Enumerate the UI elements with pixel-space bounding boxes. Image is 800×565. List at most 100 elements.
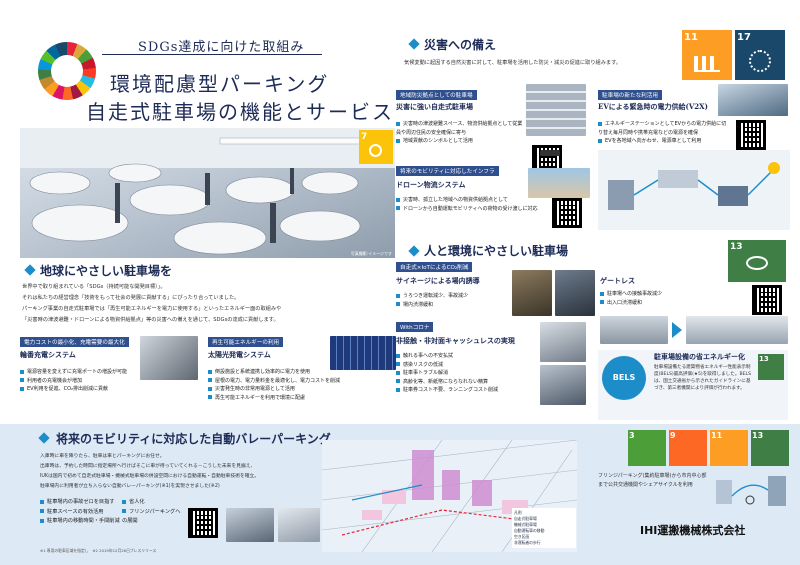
drone-title: ドローン物流システム: [396, 180, 466, 189]
charging-port-photo: [140, 336, 198, 380]
legend-item: 機械式駐車場: [514, 522, 537, 527]
sdg-13-badge: 13: [751, 430, 789, 466]
ev-car-photo: [718, 84, 788, 116]
valet-body-line: 出庫時は、予約した時間に指定場所へ行けばそこに車が待っていてくれる－こうした未来…: [40, 464, 256, 469]
resistant-chip: 地域防災拠点としての駐車場: [396, 90, 477, 100]
bullet: 利用者の充電機会が増加: [20, 377, 140, 386]
people-chip: 自走式×IoTによるCO₂削減: [396, 262, 473, 272]
arrow-right-icon: [672, 322, 682, 338]
earth-body-line: パーキング事業の自走式駐車場では「再生可能エネルギーを電力に使用する」といったエ…: [22, 306, 282, 312]
partnership-icon: [749, 50, 771, 72]
sdg-7-badge: 7: [359, 130, 393, 164]
bullet: 災害発生時の非常用電源として活用: [208, 385, 398, 394]
solar-bullets: 倒設施設と系統連携し効率的に電力を使用 屋根の電力、電力量料金を最適化し、電力コ…: [208, 368, 398, 402]
qr-code-icon: [736, 120, 766, 150]
gateless-title: ゲートレス: [600, 276, 635, 285]
bels-box: BELS 駐車場設備の省エネルギー化 駐車場設備たる建築物省エネルギー性能表示制…: [598, 350, 788, 420]
bullet: エネルギーステーションとしてEVからの電力供給に切り替え毎月同時や携帯充電などの…: [598, 121, 727, 136]
sdg-number: 17: [737, 32, 751, 43]
bullet: うろつき運転減少、事故減少: [396, 292, 506, 301]
section-diamond-icon: [24, 264, 36, 276]
bels-title: 駐車場設備の省エネルギー化: [654, 352, 745, 361]
city-icon: [694, 56, 720, 72]
sdg-13-badge-small: 13: [758, 354, 784, 380]
signage-bullets: うろつき運転減少、事故減少 場内渋滞緩和: [396, 292, 506, 309]
sdg-number: 13: [730, 242, 743, 252]
company-logo: IHI運搬機械株式会社: [640, 522, 745, 538]
sdg-number: 3: [629, 431, 635, 440]
earth-section: 地球にやさしい駐車場を 世界中で取り組まれている「SDGs（持続可能な開発目標）…: [20, 262, 398, 422]
solar-panel-photo: [330, 336, 396, 370]
bullet: 災害時の津波避難スペース、物流供給拠点として従業員や周辺住民の安全確保に寄与: [396, 121, 523, 136]
sdg-11-badge: 11: [682, 30, 732, 80]
drone-icon: [540, 150, 560, 156]
sdg-11-badge: 11: [710, 430, 748, 466]
signage-photo-1: [512, 270, 552, 316]
valet-car-photo: [226, 508, 274, 542]
sdg-3-badge: 3: [628, 430, 666, 466]
city-route-diagram: [716, 476, 786, 506]
v2x-diagram: [598, 150, 790, 230]
bullet: 駐車事トラブル解消: [396, 369, 536, 378]
bels-logo-icon: BELS: [602, 356, 646, 400]
section-diamond-icon: [408, 245, 420, 257]
bels-body: 駐車場設備たる建築物省エネルギー性能表示制度(BELS)最高評価(★5)を取得し…: [654, 365, 751, 391]
people-section-title: 人と環境にやさしい駐車場: [424, 244, 569, 258]
v2x-title: EVによる緊急時の電力供給(V2X): [598, 102, 708, 111]
bullet: 駐車場内の移動時間・手間削減: [40, 517, 180, 527]
hero-caption: 写真撮影:イメージです: [350, 251, 392, 256]
v2x-bullets: エネルギーステーションとしてEVからの電力供給に切り替え毎月同時や携帯充電などの…: [598, 120, 728, 146]
bullet: 駐車スペースの有効活用: [40, 508, 180, 518]
parking-building-photo: [526, 84, 586, 136]
sdg-9-badge: 9: [669, 430, 707, 466]
valet-body-line: IUKは国内で初めて自走式駐車場・機械式駐車場の併設空間における自動運転・自動駐…: [40, 474, 260, 479]
bullet: EV利用を促進、CO₂排出削減に貢献: [20, 385, 140, 394]
fringe-sdg-row: 3 9 11 13: [628, 430, 790, 466]
fringe-text: フリンジパーキング(集約駐車場)から市内中心部まで公共交通機関やシェアサイクルを…: [598, 473, 707, 488]
bullet: 省人化: [122, 498, 182, 508]
bullet: 災害時、孤立した地域への物資供給拠点として: [396, 196, 546, 205]
bullet: EVを各地域へ向かわせ、電源車として利用: [598, 137, 728, 146]
company-name: IHI運搬機械株式会社: [640, 524, 746, 537]
bullet: 倒設施設と系統連携し効率的に電力を使用: [208, 368, 398, 377]
valet-body: 入庫時に車を降りたら、駐車は車とパーキングにお任せ。 出庫時は、予約した時間に指…: [40, 452, 324, 492]
valet-section-title: 将来のモビリティに対応した自動バレーパーキング: [56, 432, 331, 446]
map-legend: 凡例 自走式駐車場 機械式駐車場 自動運転車の移動 空き区画 非運転者の歩行: [512, 508, 576, 548]
energy-flow-diagram: [608, 162, 780, 210]
sdg-number: 9: [670, 431, 676, 440]
legend-item: 自動運転車の移動: [514, 528, 545, 533]
sdg-13-badge: 13: [728, 240, 786, 282]
earth-body: 世界中で取り組まれている「SDGs（持続可能な開発目標）」。 それは私たちの経営…: [22, 282, 396, 326]
sdg-17-badge: 17: [735, 30, 785, 80]
charging-bullets: 電源容量を変えずに充電ポートの増設が可能 利用者の充電機会が増加 EV利用を促進…: [20, 368, 140, 394]
valet-body-line: 駐車場内に利用者が立ち入らない自動バレーパーキング(※1)を実現させました(※2…: [40, 484, 220, 489]
sun-icon: [369, 144, 382, 157]
valet-lane-photo: [278, 508, 320, 542]
drone-chip: 将来のモビリティに対応したインフラ: [396, 166, 499, 176]
qr-code-icon: [552, 198, 582, 228]
signage-title: サイネージによる場内誘導: [396, 276, 480, 285]
gateless-bullets: 駐車場への接触事故減少 出入口渋滞緩和: [600, 290, 710, 307]
header-subtitle: SDGs達成に向けた取組み: [138, 40, 305, 55]
resistant-title: 災害に強い自走式駐車場: [396, 102, 473, 111]
bullet: フリンジパーキングへの展開: [122, 508, 182, 527]
drone-bullets: 災害時、孤立した地域への物資供給拠点として ドローンから自動運転モビリティへの荷…: [396, 196, 546, 213]
legend-item: 非運転者の歩行: [514, 540, 541, 545]
sdg-7-number: 7: [361, 132, 368, 142]
bullet: 場内渋滞緩和: [396, 301, 506, 310]
legend-item: 空き区画: [514, 534, 530, 539]
bullet: 駐車場内の事故ゼロを目指す: [40, 498, 180, 508]
bullet: 駐車券コスト不要、ランニングコスト削減: [396, 386, 536, 395]
bullet: ドローンから自動運転モビリティへの荷物の受け渡しに対応: [396, 205, 546, 214]
sdg-number: 13: [759, 355, 769, 363]
qr-code-icon: [188, 508, 218, 538]
gate-photo-2: [686, 316, 788, 344]
sdg-number: 11: [684, 32, 698, 43]
bullet: 地域貢献のシンボルとして活用: [396, 137, 524, 146]
legend-item: 自走式駐車場: [514, 516, 537, 521]
page-title-line1: 環境配慮型パーキング: [110, 72, 330, 96]
earth-body-line: 世界中で取り組まれている「SDGs（持続可能な開発目標）」。: [22, 284, 166, 290]
earth-body-line: 「災害時の津波避難・ドローンによる物資供給拠点」等の災害への備えを通じて、SDG…: [22, 317, 279, 323]
building-photo: [528, 168, 590, 198]
v2x-chip: 駐車場の新たな利活用: [598, 90, 662, 100]
